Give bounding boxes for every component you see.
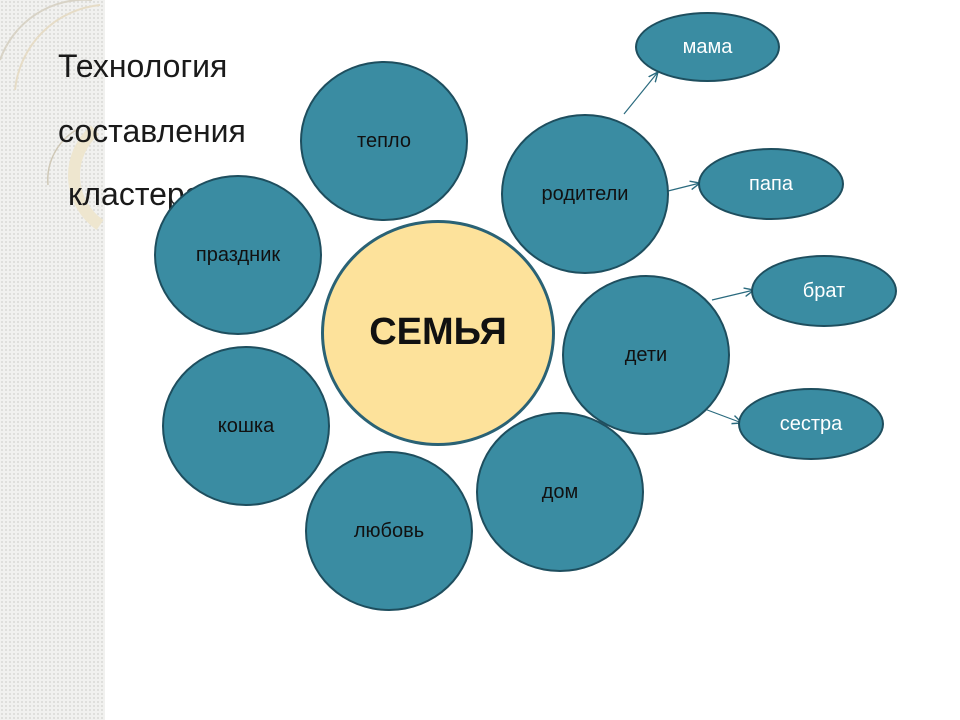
decorative-side-strip (0, 0, 105, 720)
leaf-papa-label: папа (749, 172, 793, 195)
node-lyubov-label: любовь (353, 519, 425, 542)
decorative-arcs (0, 0, 104, 230)
node-lyubov: любовь (305, 451, 473, 611)
leaf-sestra: сестра (738, 388, 884, 460)
leaf-mama-label: мама (682, 35, 733, 58)
node-deti: дети (562, 275, 730, 435)
arrow-roditeli-papa (667, 183, 700, 192)
node-dom-label: дом (541, 480, 579, 503)
node-deti-label: дети (624, 343, 668, 366)
node-roditeli: родители (501, 114, 669, 274)
node-teplo: тепло (300, 61, 468, 221)
node-roditeli-label: родители (541, 182, 629, 205)
arrow-roditeli-mama (623, 72, 658, 115)
leaf-brat: брат (751, 255, 897, 327)
node-koshka: кошка (162, 346, 330, 506)
node-prazdnik-label: праздник (195, 243, 281, 266)
center-node-label: СЕМЬЯ (369, 311, 507, 354)
arrow-deti-brat (711, 290, 754, 301)
center-node: СЕМЬЯ (321, 220, 555, 446)
leaf-brat-label: брат (802, 279, 846, 302)
title-line-1: Технология (58, 48, 228, 84)
node-prazdnik: праздник (154, 175, 322, 335)
leaf-papa: папа (698, 148, 844, 220)
leaf-mama: мама (635, 12, 780, 82)
node-dom: дом (476, 412, 644, 572)
arrow-deti-sestra (701, 407, 742, 423)
node-koshka-label: кошка (217, 414, 275, 437)
node-teplo-label: тепло (357, 129, 411, 152)
title-line-2: составления (58, 113, 246, 149)
leaf-sestra-label: сестра (779, 412, 843, 435)
